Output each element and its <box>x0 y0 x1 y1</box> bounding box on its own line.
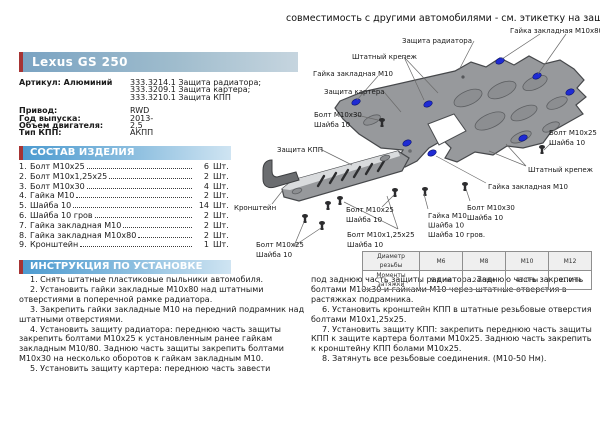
diagram-label-shtatnyj-krepezh-left: Штатный крепеж <box>352 53 418 61</box>
diagram-label-zashchita-radiatora: Защита радиатора <box>402 37 472 45</box>
spec-label: Артикул: Алюминий <box>19 78 113 87</box>
diagram-label-zashchita-kpp: Защита КПП <box>277 146 323 154</box>
kpp-plate <box>281 150 410 202</box>
install-step: 1. Снять штатные пластиковые пыльники ав… <box>30 275 264 284</box>
parts-section-header: СОСТАВ ИЗДЕЛИЯ <box>19 146 231 160</box>
callout-lines <box>271 33 567 247</box>
dotted-leader <box>138 236 192 238</box>
spec-value: АКПП <box>130 128 154 138</box>
spec-label: Год выпуска: <box>19 113 81 123</box>
product-title-bar: Lexus GS 250 <box>19 52 298 72</box>
diagram-label-shtatnyj-krepezh-right: Штатный крепеж <box>528 166 594 174</box>
torque-table-header-row: Диаметр резьбы М6 М8 М10 М12 <box>362 251 592 271</box>
spec-value: RWD <box>130 106 150 116</box>
dotted-leader <box>86 187 192 189</box>
spec-row-god: Год выпуска: 2013- <box>19 113 300 123</box>
install-section-title: ИНСТРУКЦИЯ ПО УСТАНОВКЕ <box>30 261 203 272</box>
spec-row-privod: Привод: RWD <box>19 106 300 116</box>
spec-value: 333.3214.1 Защита радиатора; <box>130 78 262 87</box>
dotted-leader <box>86 168 192 169</box>
install-step: 6. Установить кронштейн КПП в штатные ре… <box>311 304 592 324</box>
dotted-leader <box>109 177 192 179</box>
product-title: Lexus GS 250 <box>32 55 128 69</box>
spec-value: 333.3210.1 Защита КПП <box>130 92 231 102</box>
dotted-leader <box>94 216 192 218</box>
install-step: 2. Установить гайки закладные М10х80 над… <box>19 284 264 304</box>
spec-value: 2,5 <box>130 121 143 131</box>
spec-value: 333.3209.1 Защита картера; <box>130 85 251 95</box>
install-step: 8. Затянуть все резьбовые соединения. (М… <box>322 354 547 364</box>
plate-opening <box>427 113 467 146</box>
spec-value: 2013- <box>130 113 154 123</box>
spec-row-articul-3: 333.3210.1 Защита КПП <box>19 92 300 102</box>
spec-row-obem: Объем двигателя: 2,5 <box>19 121 300 131</box>
install-instructions-left: 1. Снять штатные пластиковые пыльники ав… <box>19 275 310 374</box>
compatibility-note: совместимость с другими автомобилями - с… <box>286 13 600 24</box>
callout-labels: Защита радиатора Гайка закладная М10х80 … <box>234 27 600 258</box>
diagram-label-zashchita-kartera: Защита картера <box>324 88 385 96</box>
spec-row-articul-2: 333.3209.1 Защита картера; <box>19 85 300 95</box>
diagram-label-gajka-zakladnaya-m10-left: Гайка закладная М10 <box>313 70 393 78</box>
torque-table: Диаметр резьбы М6 М8 М10 М12 Моменты зат… <box>362 251 592 290</box>
spec-row-articul: Артикул: Алюминий 333.3214.1 Защита ради… <box>19 78 300 87</box>
install-section-header: ИНСТРУКЦИЯ ПО УСТАНОВКЕ <box>19 260 231 274</box>
install-step: 5. Установить защиту картера: переднюю ч… <box>30 364 271 374</box>
install-step: 7. Установить защиту КПП: закрепить пере… <box>311 324 592 354</box>
spec-label: Привод: <box>19 106 58 116</box>
dotted-leader <box>76 197 192 199</box>
spec-block: Артикул: Алюминий 333.3214.1 Защита ради… <box>19 78 300 138</box>
dotted-leader <box>73 207 192 209</box>
diagram-label-kronshtein: Кронштейн <box>234 204 276 212</box>
dotted-leader <box>123 226 192 228</box>
install-step: 3. Закрепить гайки закладные М10 на пере… <box>19 304 305 324</box>
spec-label: Тип КПП: <box>19 128 62 138</box>
parts-section-title: СОСТАВ ИЗДЕЛИЯ <box>30 147 135 158</box>
dotted-leader <box>80 246 192 248</box>
install-step: 4. Установить защиту радиатора: переднюю… <box>19 324 284 364</box>
bracket-part <box>262 159 300 189</box>
rivet-nut-markers <box>351 57 575 157</box>
spec-row-kpp: Тип КПП: АКПП <box>19 128 300 138</box>
torque-table-value-row: Моменты затяжки 9.8 Нм 24.0Нм 47.0Нм 81.… <box>362 270 592 290</box>
exploded-view-diagram: Защита радиатора Гайка закладная М10х80 … <box>234 27 600 258</box>
diagram-label-gajka-zakladnaya-m10-right: Гайка закладная М10 <box>488 183 568 191</box>
spec-label: Объем двигателя: <box>19 121 104 131</box>
spec-label <box>19 94 130 101</box>
spec-label <box>19 86 130 93</box>
diagram-label-gajka-zakladnaya-m10x80: Гайка закладная М10х80 <box>510 27 600 35</box>
